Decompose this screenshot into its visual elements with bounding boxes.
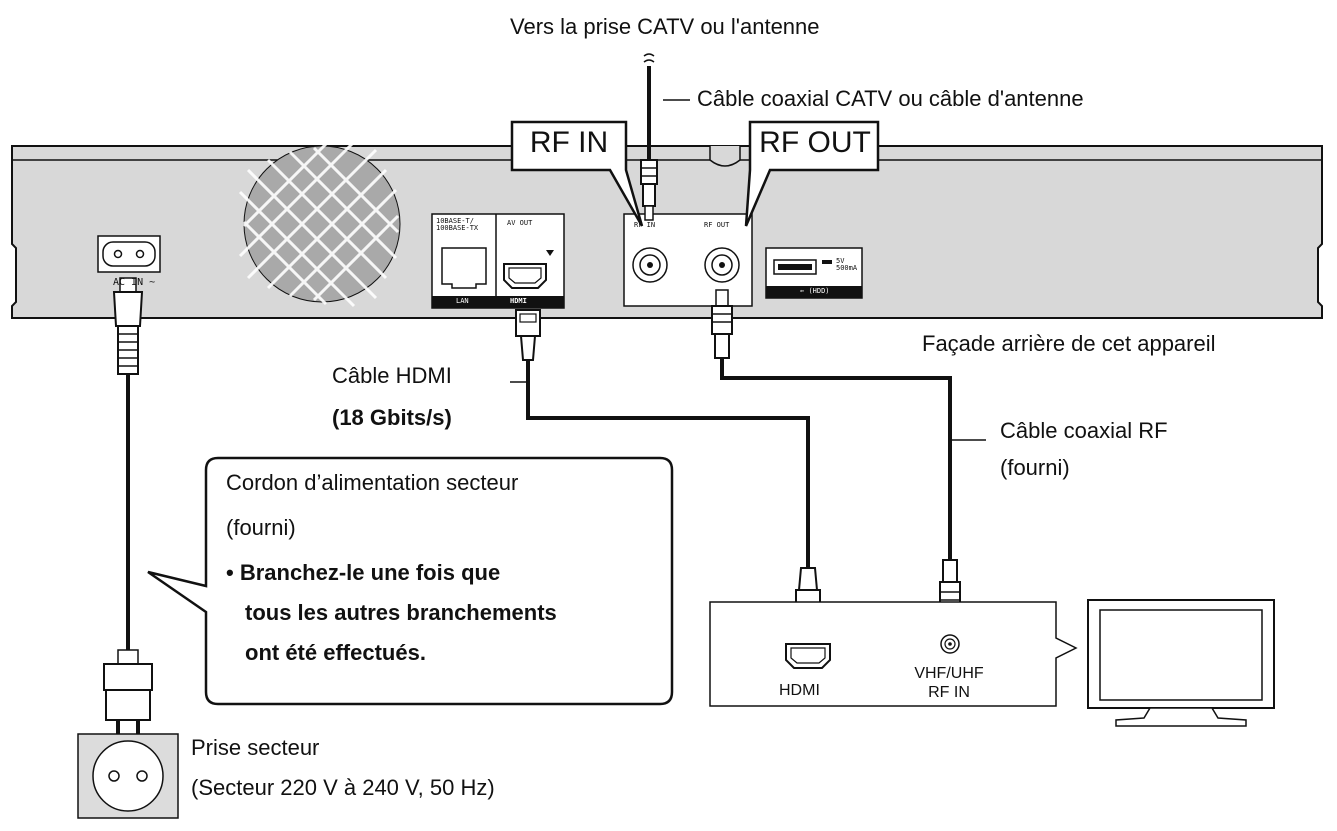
rf-in-callout: RF IN — [529, 126, 609, 159]
lan-label: LAN — [456, 297, 469, 305]
hdmi-logo-label: HDMI — [510, 297, 527, 305]
rf-panel — [623, 213, 753, 307]
rf-in-panel-label: RF IN — [634, 221, 656, 229]
hdmi-cable-label: Câble HDMI — [332, 363, 452, 388]
ac-in-label: AC IN ~ — [113, 277, 156, 288]
fan-grill-icon — [238, 140, 401, 308]
cord-supplied: (fourni) — [226, 515, 296, 540]
rf-coax-supplied-label: (fourni) — [1000, 455, 1070, 480]
cord-note-line2: tous les autres branchements — [245, 600, 557, 625]
callout-boxes — [510, 120, 880, 227]
cord-note-line3: ont été effectués. — [245, 640, 426, 665]
rf-out-panel-label: RF OUT — [704, 221, 730, 229]
hdmi-speed-label: (18 Gbits/s) — [332, 405, 452, 430]
ac-in-socket — [97, 235, 161, 273]
av-out-label: AV OUT — [507, 219, 533, 227]
rf-out-callout: RF OUT — [759, 126, 871, 159]
outlet-label: Prise secteur — [191, 735, 320, 760]
lan-hdmi-panel — [431, 213, 565, 309]
tv-connection-panel — [709, 601, 1078, 707]
usb-panel — [765, 247, 863, 299]
tv-vhf-label: VHF/UHF — [914, 665, 984, 682]
antenna-cable — [640, 53, 690, 221]
wall-outlet-icon — [77, 733, 179, 819]
antenna-source-label: Vers la prise CATV ou l'antenne — [510, 14, 820, 39]
tv-hdmi-label: HDMI — [779, 682, 820, 699]
tv-rf-in-label: RF IN — [928, 684, 970, 701]
power-cord — [103, 277, 153, 734]
cord-title: Cordon d’alimentation secteur — [226, 470, 519, 495]
usb-hdd-label: ⇐ (HDD) — [800, 287, 830, 295]
cord-note-bubble — [147, 456, 674, 706]
outlet-spec-label: (Secteur 220 V à 240 V, 50 Hz) — [191, 775, 495, 800]
cord-note-line1: • Branchez-le une fois que — [226, 560, 501, 585]
catv-cable-label: Câble coaxial CATV ou câble d'antenne — [697, 86, 1084, 111]
lan-spec-label: 10BASE-T/100BASE-TX — [436, 217, 479, 233]
rear-panel-label: Façade arrière de cet appareil — [922, 331, 1216, 356]
tv-icon — [1087, 599, 1275, 727]
rf-coax-label: Câble coaxial RF — [1000, 418, 1168, 443]
